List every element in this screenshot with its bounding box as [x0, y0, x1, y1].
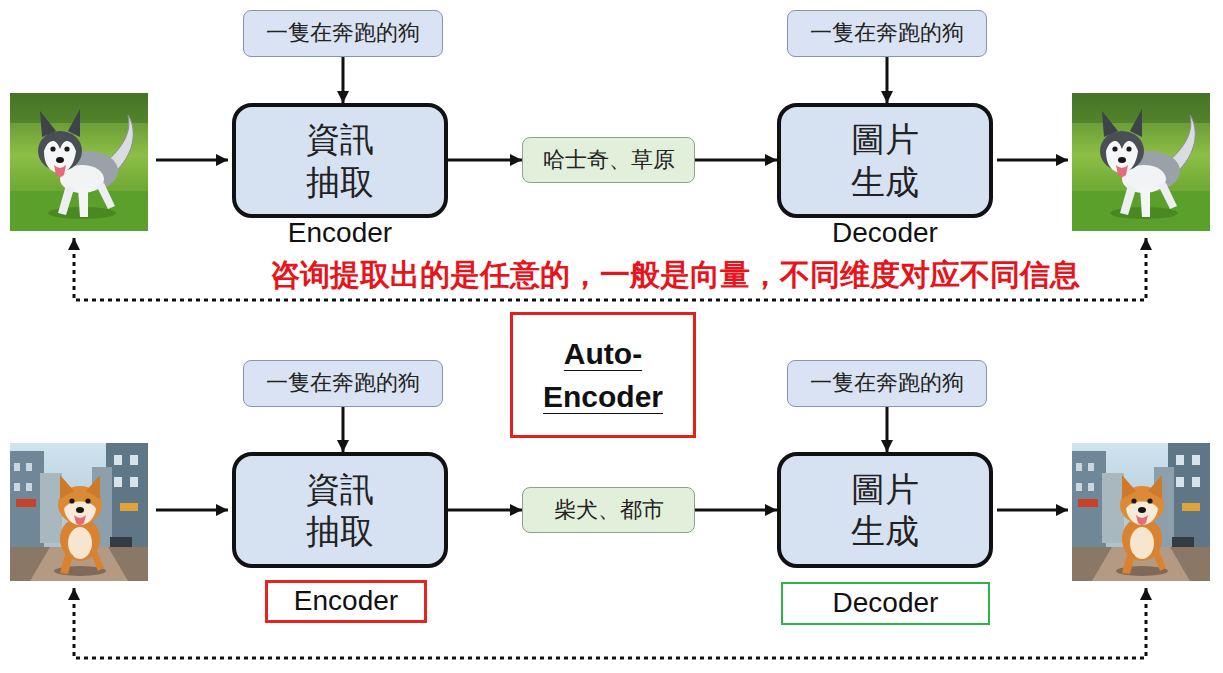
box-text: 柴犬、都市	[554, 497, 664, 523]
dotted-loop	[74, 588, 1146, 658]
box-text: 哈士奇、草原	[543, 147, 675, 173]
highlight-box: Encoder	[265, 580, 427, 623]
prompt-box: 一隻在奔跑的狗	[787, 10, 987, 57]
flow-arrow	[448, 509, 522, 512]
box-text: 一隻在奔跑的狗	[810, 20, 964, 46]
input-arrow	[156, 509, 228, 512]
prompt-box: 一隻在奔跑的狗	[243, 10, 443, 57]
prompt-box: 一隻在奔跑的狗	[243, 360, 443, 407]
decoder-box: 圖片 生成Decoder	[777, 103, 993, 218]
feature-box: 哈士奇、草原	[522, 137, 695, 183]
box-caption: Decoder	[761, 218, 1009, 248]
flow-arrow	[342, 407, 345, 452]
box-text: Auto- Encoder	[528, 332, 678, 419]
flow-arrow	[695, 159, 777, 162]
shiba-photo	[10, 443, 148, 581]
flow-arrow	[342, 57, 345, 103]
box-text: Decoder	[833, 588, 939, 619]
encoder-box: 資訊 抽取Encoder	[232, 103, 448, 218]
box-text: 圖片 生成	[844, 118, 926, 203]
box-text: Encoder	[294, 586, 398, 617]
feature-box: 柴犬、都市	[522, 487, 695, 533]
box-caption: Encoder	[216, 218, 464, 248]
decoder-box: 圖片 生成	[777, 452, 993, 568]
flow-arrow	[886, 407, 889, 452]
flow-arrow	[886, 57, 889, 103]
box-text: 一隻在奔跑的狗	[810, 370, 964, 396]
box-text: 資訊 抽取	[299, 468, 381, 553]
title-box: Auto- Encoder	[510, 312, 696, 438]
input-arrow	[156, 159, 228, 162]
encoder-box: 資訊 抽取	[232, 452, 448, 568]
output-arrow	[997, 509, 1068, 512]
annotation-note: 咨询提取出的是任意的，一般是向量，不同维度对应不同信息	[200, 258, 1150, 292]
reconstruction-loops	[74, 238, 1146, 658]
highlight-box: Decoder	[781, 582, 990, 625]
flow-arrow	[448, 159, 522, 162]
box-text: 資訊 抽取	[299, 118, 381, 203]
box-text: 一隻在奔跑的狗	[266, 370, 420, 396]
output-arrow	[997, 159, 1068, 162]
prompt-box: 一隻在奔跑的狗	[787, 360, 987, 407]
husky-photo	[1072, 93, 1210, 231]
flow-arrow	[695, 509, 777, 512]
box-text: 一隻在奔跑的狗	[266, 20, 420, 46]
box-text: 圖片 生成	[844, 468, 926, 553]
husky-photo	[10, 93, 148, 231]
shiba-photo	[1072, 443, 1210, 581]
